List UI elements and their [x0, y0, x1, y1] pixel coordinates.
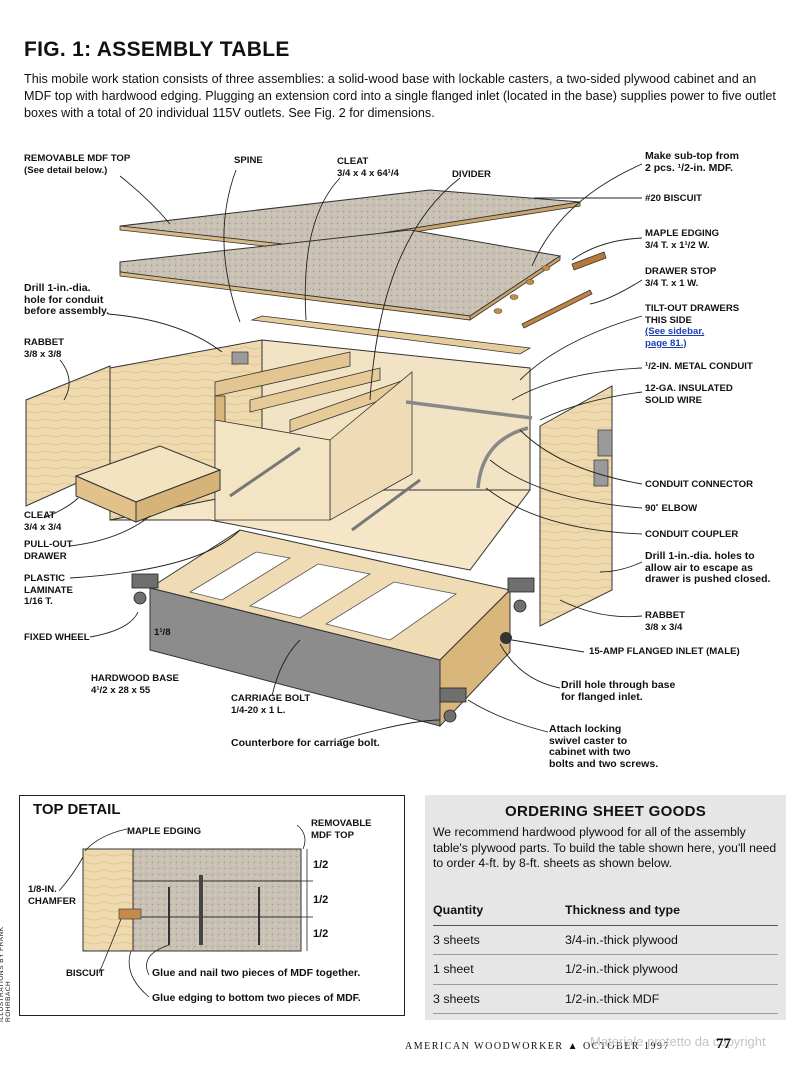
drawer-stop — [521, 289, 593, 329]
detail-label-chamfer: 1/8-IN. CHAMFER — [28, 884, 76, 907]
label-tilt-out: TILT-OUT DRAWERS THIS SIDE — [645, 303, 740, 326]
label-drawer-stop: DRAWER STOP 3/4 T. x 1 W. — [645, 266, 717, 289]
watermark: Materiale protetto da copyright — [590, 1034, 766, 1049]
page-footer: AMERICAN WOODWORKER ▲ OCTOBER 1997 — [405, 1041, 670, 1052]
ordering-table-header: Quantity Thickness and type — [433, 896, 778, 926]
label-conduit-coupler: CONDUIT COUPLER — [645, 529, 739, 540]
figure-title: FIG. 1: ASSEMBLY TABLE — [24, 38, 290, 61]
detail-label-biscuit: BISCUIT — [66, 968, 105, 979]
label-maple-edging: MAPLE EDGING 3/4 T. x 1¹/2 W. — [645, 228, 720, 251]
top-detail-title: TOP DETAIL — [33, 801, 121, 818]
cleat-strip — [250, 315, 532, 355]
label-drill-base: Drill hole through base for flanged inle… — [561, 679, 676, 703]
label-pull-out-drawer: PULL-OUT DRAWER — [24, 539, 73, 562]
illustration-credit: ILLUSTRATIONS BY FRANK ROHRBACH — [0, 926, 12, 1022]
sidebar-reference-link[interactable]: (See sidebar, page 81.) — [645, 326, 705, 349]
detail-label-glue-nail: Glue and nail two pieces of MDF together… — [152, 967, 361, 979]
row-type: 1/2-in.-thick MDF — [565, 991, 660, 1006]
label-drill-air: Drill 1-in.-dia. holes to allow air to e… — [645, 550, 771, 585]
assembly-diagram — [25, 163, 643, 741]
page-number: 77 — [716, 1036, 731, 1052]
ordering-box — [425, 795, 786, 1020]
label-subtop: Make sub-top from 2 pcs. ¹/2-in. MDF. — [645, 150, 739, 174]
label-removable-top: REMOVABLE MDF TOP (See detail below.) — [24, 153, 131, 176]
label-metal-conduit: ¹/2-IN. METAL CONDUIT — [645, 361, 753, 372]
detail-label-glue-edging: Glue edging to bottom two pieces of MDF. — [152, 992, 361, 1004]
label-carriage-bolt: CARRIAGE BOLT 1/4-20 x 1 L. — [231, 693, 311, 716]
label-counterbore: Counterbore for carriage bolt. — [231, 737, 380, 749]
pull-out-drawer — [74, 445, 222, 523]
row-type: 3/4-in.-thick plywood — [565, 932, 678, 947]
row-type: 1/2-in.-thick plywood — [565, 962, 678, 977]
label-dim-1-1-8: 1¹/8 — [154, 627, 171, 638]
intro-paragraph: This mobile work station consists of thr… — [24, 72, 776, 120]
label-hardwood-base: HARDWOOD BASE 4¹/2 x 28 x 55 — [91, 673, 179, 696]
header-thickness: Thickness and type — [565, 903, 680, 918]
leader-lines — [43, 163, 643, 741]
table-row: 3 sheets 3/4-in.-thick plywood — [433, 926, 778, 955]
label-rabbet-left: RABBET 3/8 x 3/8 — [24, 337, 64, 360]
label-inlet: 15-AMP FLANGED INLET (MALE) — [589, 646, 740, 657]
label-caster: Attach locking swivel caster to cabinet … — [549, 723, 659, 770]
top-detail-box — [19, 795, 405, 1016]
conduit-run — [405, 400, 533, 489]
tilt-out-drawer-panel — [539, 385, 613, 627]
ordering-text: We recommend hardwood plywood for all of… — [433, 825, 777, 870]
detail-dim-3: 1/2 — [313, 928, 329, 940]
cabinet-body — [109, 339, 531, 571]
label-drill-conduit: Drill 1-in.-dia. hole for conduit before… — [24, 282, 110, 317]
row-quantity: 3 sheets — [433, 991, 480, 1006]
outlet-box — [231, 351, 249, 365]
label-laminate: PLASTIC LAMINATE 1/16 T. — [24, 573, 73, 607]
label-conduit-connector: CONDUIT CONNECTOR — [645, 479, 754, 490]
label-rabbet-right: RABBET 3/8 x 3/4 — [645, 610, 685, 633]
label-elbow: 90˚ ELBOW — [645, 503, 698, 514]
label-spine: SPINE — [234, 155, 263, 166]
label-biscuit-20: #20 BISCUIT — [645, 193, 703, 204]
ordering-title: ORDERING SHEET GOODS — [504, 803, 707, 820]
flanged-inlet — [500, 632, 512, 644]
maple-edging — [571, 251, 607, 271]
detail-dim-2: 1/2 — [313, 894, 329, 906]
label-wire: 12-GA. INSULATED SOLID WIRE — [645, 383, 733, 406]
caster-wheels — [131, 573, 535, 723]
detail-label-removable: REMOVABLE MDF TOP — [311, 818, 372, 841]
row-quantity: 3 sheets — [433, 932, 480, 947]
table-row: 3 sheets 1/2-in.-thick MDF — [433, 985, 778, 1014]
table-row: 1 sheet 1/2-in.-thick plywood — [433, 955, 778, 985]
label-divider: DIVIDER — [452, 169, 491, 180]
detail-label-maple: MAPLE EDGING — [127, 826, 202, 837]
detail-dim-1: 1/2 — [313, 859, 329, 871]
top-detail-drawing — [58, 824, 313, 998]
ordering-table: Quantity Thickness and type 3 sheets 3/4… — [433, 896, 778, 1014]
biscuits — [493, 265, 551, 314]
label-cleat-top: CLEAT 3/4 x 4 x 64¹/4 — [337, 156, 399, 179]
header-quantity: Quantity — [433, 903, 484, 918]
label-fixed-wheel: FIXED WHEEL — [24, 632, 90, 643]
sub-top — [119, 229, 562, 321]
row-quantity: 1 sheet — [433, 962, 474, 977]
label-cleat-small: CLEAT 3/4 x 3/4 — [24, 510, 62, 533]
